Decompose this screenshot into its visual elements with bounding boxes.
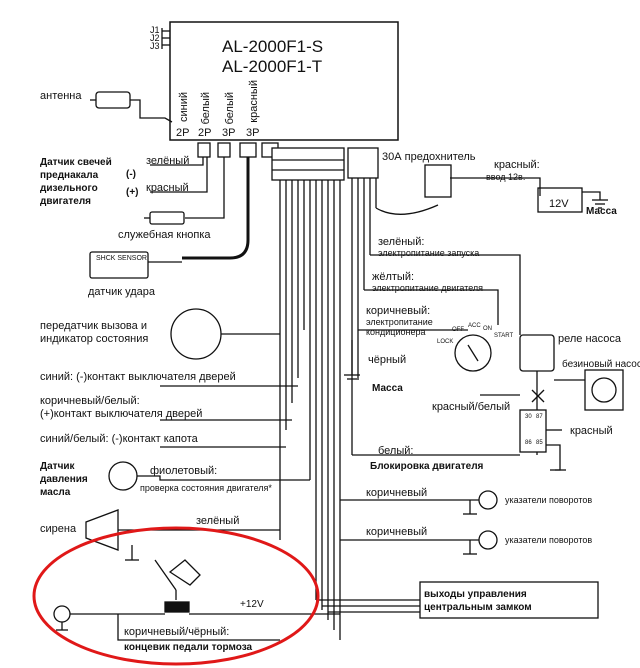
glow-green-wire: зелёный	[146, 155, 190, 167]
oil-sensor-label: Датчик давления масла	[40, 461, 88, 498]
ign-lock: LOCK	[437, 339, 454, 345]
connector-3p-white	[239, 142, 257, 158]
jumper-j1: J1	[150, 25, 160, 35]
battery-wire: красный:	[494, 159, 540, 171]
fuse-label: 30А предохнитель	[382, 151, 476, 163]
glow-minus: (-)	[126, 169, 136, 180]
door-switch-plus-desc: (+)контакт выключателя дверей	[40, 408, 203, 420]
central-lock-label: выходы управления центральным замком	[424, 589, 532, 613]
ac-power-line2: кондиционера	[366, 327, 426, 337]
relay-red-wire: красный	[570, 425, 613, 437]
turn-signal-left-bulb	[478, 490, 498, 510]
ac-power-wire: коричневый:	[366, 305, 431, 317]
turn-signal-2-label: указатели поворотов	[505, 535, 593, 545]
connector-color-1: синий	[178, 92, 190, 123]
engine-block-wire: белый:	[378, 445, 414, 457]
brake-switch-button	[164, 601, 190, 613]
shock-sensor-box-label: SHCK SENSOR	[96, 255, 147, 262]
red-white-wire: красный/белый	[432, 401, 511, 413]
control-unit-box	[169, 21, 399, 141]
fuse-body	[424, 164, 452, 198]
connector-color-3: белый	[224, 92, 236, 125]
connector-2p-blue	[197, 142, 211, 158]
battery-ground: Масса	[586, 206, 617, 217]
connector-color-2: белый	[200, 92, 212, 125]
model-line-2: AL-2000F1-T	[222, 57, 323, 76]
oil-wire: фиолетовый:	[150, 465, 218, 477]
block-relay	[519, 409, 547, 453]
shock-sensor-label: датчик удара	[88, 286, 155, 298]
oil-pressure-sensor	[108, 461, 138, 491]
connector-size-1: 2P	[176, 127, 190, 139]
turn-signal-2-wire: коричневый	[366, 526, 428, 538]
antenna-body	[95, 91, 131, 109]
ign-acc: ACC	[468, 323, 481, 329]
model-line-1: AL-2000F1-S	[222, 37, 324, 56]
glow-red-wire: красный	[146, 182, 189, 194]
connector-size-2: 2P	[198, 127, 212, 139]
brake-voltage: +12V	[240, 599, 264, 610]
turn-signal-1-label: указатели поворотов	[505, 495, 593, 505]
brake-desc: концевик педали тормоза	[124, 642, 253, 653]
door-switch-plus-wire: коричневый/белый:	[40, 395, 140, 407]
black-ground-label: Масса	[372, 383, 403, 394]
brake-wire: коричневый/чёрный:	[124, 626, 230, 638]
connector-2p-white	[217, 142, 231, 158]
power-harness-connector	[347, 147, 379, 179]
connector-color-4: красный	[248, 80, 260, 123]
battery-input: ввод 12в.	[486, 172, 526, 182]
relay-pin-85: 85	[536, 440, 543, 446]
transmitter-line1: передатчик вызова и	[40, 320, 147, 332]
jumper-j3: J3	[150, 41, 160, 51]
turn-signal-right-bulb	[478, 530, 498, 550]
glow-sensor-label: Датчик свечей преднакала дизельного двиг…	[40, 157, 112, 207]
connector-size-3: 3P	[222, 127, 236, 139]
highlight-ellipse	[32, 526, 320, 666]
fuel-pump-label: безиновый насос	[562, 359, 640, 370]
door-switch-minus: синий: (-)контакт выключателя дверей	[40, 371, 236, 383]
battery-voltage: 12V	[549, 198, 569, 210]
ac-power-line1: электропитание	[366, 317, 433, 327]
black-wire: чёрный	[368, 354, 407, 366]
start-power-desc: электропитание запуска	[378, 248, 480, 258]
relay-pin-30: 30	[525, 414, 532, 420]
oil-desc: проверка состояния двигателя*	[140, 483, 272, 493]
service-button-body	[149, 211, 185, 225]
ign-on: ON	[483, 326, 492, 332]
transmitter-line2: индикатор состояния	[40, 333, 149, 345]
glow-plus: (+)	[126, 187, 139, 198]
engine-block-label: Блокировка двигателя	[370, 461, 484, 472]
service-button-label: служебная кнопка	[118, 229, 211, 241]
jumper-j2: J2	[150, 33, 160, 43]
brake-lamp	[53, 605, 71, 623]
pump-relay-label: реле насоса	[558, 333, 622, 345]
transmitter-circle	[170, 308, 222, 360]
connector-size-4: 3P	[246, 127, 260, 139]
pump-relay	[519, 334, 555, 372]
siren-label: сирена	[40, 523, 77, 535]
main-harness-connector	[271, 147, 345, 181]
turn-signal-1-wire: коричневый	[366, 487, 428, 499]
battery-body	[537, 187, 583, 213]
ign-off: OFF	[452, 327, 464, 333]
antenna-label: антенна	[40, 90, 82, 102]
start-power-wire: зелёный:	[378, 236, 425, 248]
hood-switch: синий/белый: (-)контакт капота	[40, 433, 198, 445]
ignition-power-wire: жёлтый:	[372, 271, 415, 283]
ign-start: START	[494, 333, 514, 339]
shock-sensor-body	[89, 251, 149, 279]
ignition-power-desc: электропитание двигателя	[372, 283, 484, 293]
fuel-pump	[584, 369, 624, 411]
siren-wire: зелёный	[196, 515, 240, 527]
relay-pin-87: 87	[536, 414, 543, 420]
relay-pin-86: 86	[525, 440, 532, 446]
